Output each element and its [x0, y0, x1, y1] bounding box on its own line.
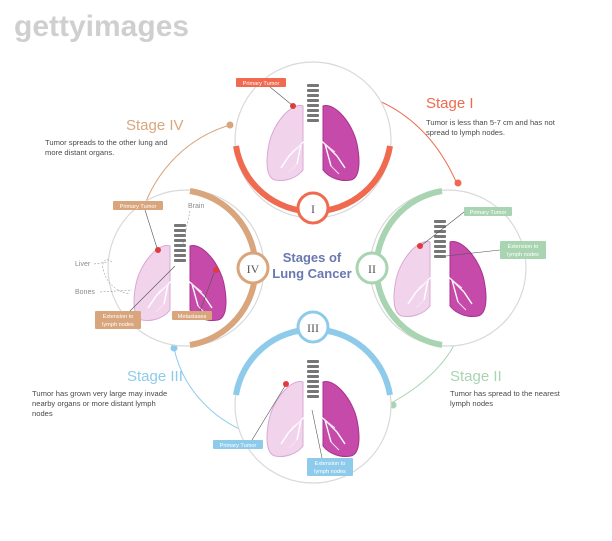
stage2-desc-line2: lymph nodes — [450, 399, 493, 408]
stage1-roman: I — [311, 202, 315, 216]
stage1-desc-line2: spread to lymph nodes. — [426, 128, 505, 137]
stage4-primary-label: Primary Tumor — [120, 204, 157, 210]
stage2-desc-line1: Tumor has spread to the nearest — [450, 389, 561, 398]
stage4-brain-label: Brain — [188, 203, 204, 210]
stage4-metastases-label: Metastases — [178, 314, 207, 320]
stage3-extension-line1: Extension to — [315, 461, 346, 467]
stage2-extension-line1: Extension to — [508, 244, 539, 250]
stage3-roman: III — [307, 321, 319, 335]
stage2-badge — [355, 251, 389, 285]
stage1-dot — [454, 179, 462, 187]
stage3-extension-line2: lymph nodes — [314, 469, 346, 475]
stage1-title: Stage I — [426, 95, 474, 112]
stage3-badge — [296, 310, 330, 344]
stage3-primary-tag — [213, 440, 263, 449]
stage4-title: Stage IV — [126, 117, 184, 134]
stage4-dot — [226, 121, 234, 129]
stage4-extension-tag — [95, 311, 141, 329]
stage1-primary-tag — [236, 78, 286, 87]
stage2-primary-tag — [464, 207, 512, 216]
stage4-desc-line1: Tumor spreads to the other lung and — [45, 138, 168, 147]
stage4-metastases-tag — [172, 311, 212, 320]
stage2-roman: II — [368, 262, 376, 276]
stage4-roman: IV — [247, 262, 260, 276]
stage1-badge — [296, 191, 330, 225]
stage1-panel: Primary Tumor I — [233, 61, 393, 225]
stage1-desc-line1: Tumor is less than 5-7 cm and has not — [426, 118, 556, 127]
center-title-line1: Stages of — [283, 250, 342, 265]
stage3-panel: Primary Tumor Extension to lymph nodes I… — [213, 310, 393, 484]
center-title-line2: Lung Cancer — [272, 266, 351, 281]
stage3-desc-line3: nodes — [32, 409, 53, 418]
stage3-primary-label: Primary Tumor — [220, 443, 257, 449]
stage4-bones-label: Bones — [75, 289, 95, 296]
stage4-extension-line1: Extension to — [103, 314, 134, 320]
stage4-liver-label: Liver — [75, 261, 91, 268]
stage2-primary-label: Primary Tumor — [470, 210, 507, 216]
stage2-title: Stage II — [450, 368, 502, 385]
stage3-extension-tag — [307, 458, 353, 476]
stage2-panel: Primary Tumor Extension to lymph nodes I… — [355, 188, 546, 348]
stage4-panel: Primary Tumor Brain Liver Bones Extensio… — [75, 188, 270, 348]
stage2-extension-line2: lymph nodes — [507, 252, 539, 258]
stage4-extension-line2: lymph nodes — [102, 322, 134, 328]
stage4-primary-tag — [113, 201, 163, 210]
watermark-text: gettyimages — [14, 10, 189, 43]
stage2-extension-tag — [500, 241, 546, 259]
stage3-title: Stage III — [127, 368, 183, 385]
stage4-badge — [236, 251, 270, 285]
stage3-desc-line1: Tumor has grown very large may invade — [32, 389, 167, 398]
stage4-desc-line2: more distant organs. — [45, 148, 114, 157]
stage3-desc-line2: nearby organs or more distant lymph — [32, 399, 156, 408]
stage1-primary-label: Primary Tumor — [243, 81, 280, 87]
stage3-dot — [170, 344, 178, 352]
